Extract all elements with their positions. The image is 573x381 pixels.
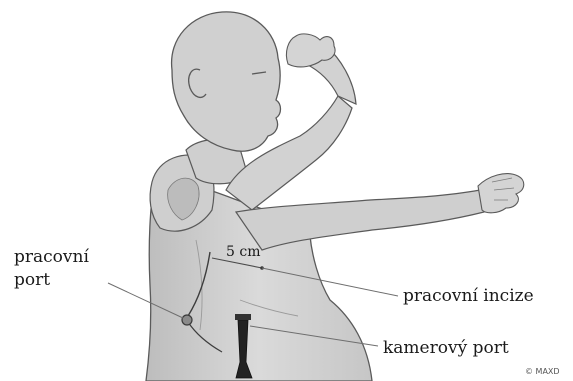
- distance-label: 5 cm: [226, 244, 260, 260]
- horizontal-arm: [236, 190, 484, 250]
- camera-port-label: kamerový port: [383, 338, 509, 358]
- camera-port-cap: [235, 314, 251, 320]
- head: [172, 12, 281, 151]
- work-incision-label: pracovní incize: [403, 286, 534, 306]
- hand: [478, 174, 524, 213]
- copyright-label: © MAXD: [525, 367, 560, 376]
- work-port-icon: [182, 315, 192, 325]
- work-port-label-line2: port: [14, 270, 50, 290]
- work-port-label-line1: pracovní: [14, 247, 89, 267]
